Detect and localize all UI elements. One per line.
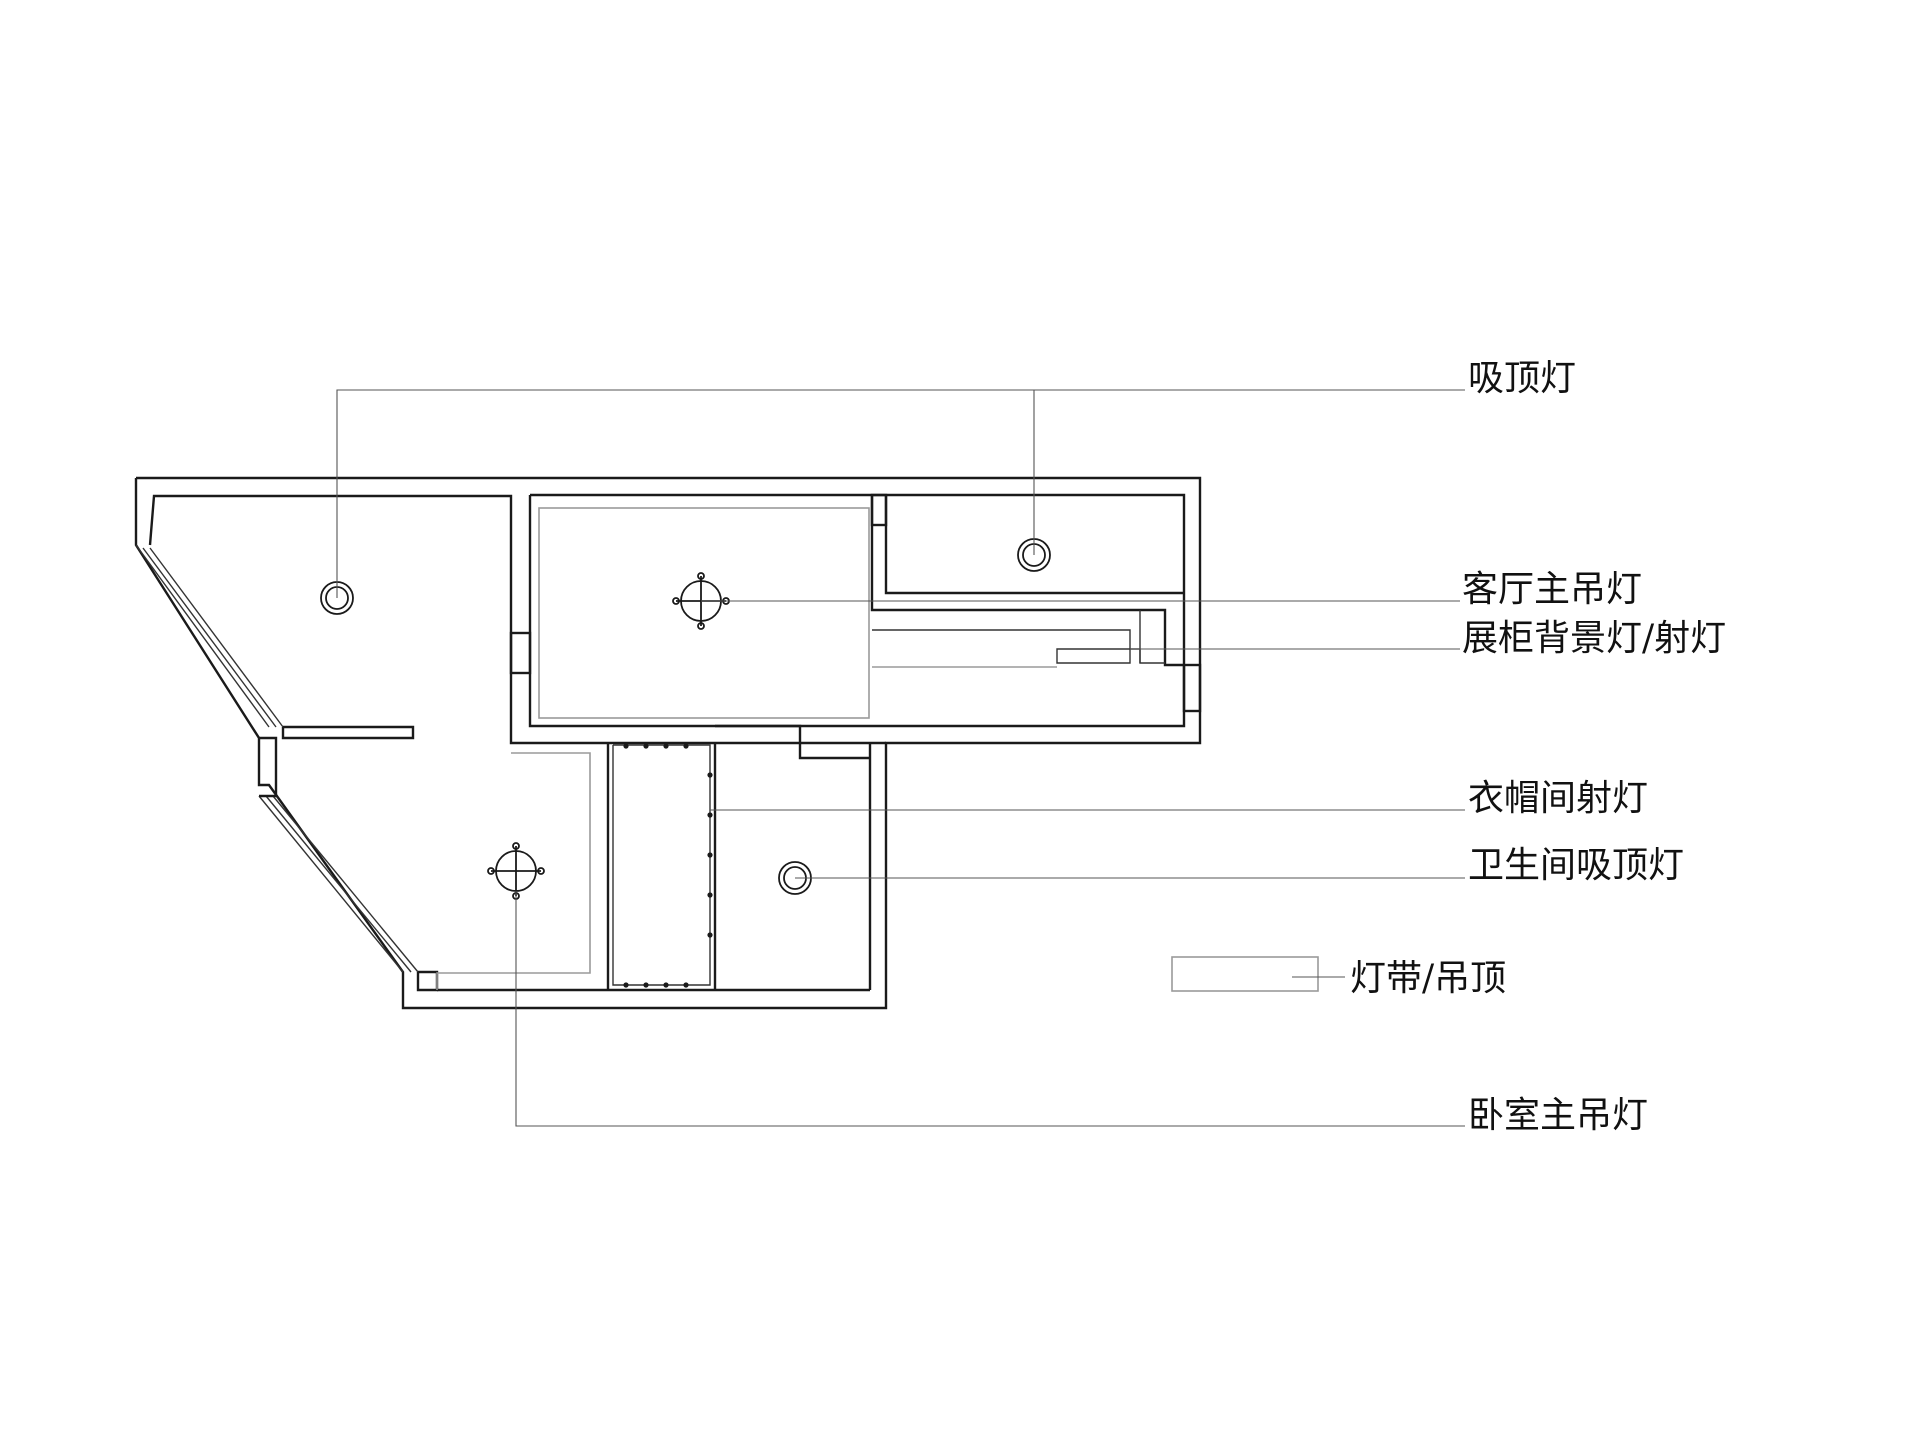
label-legend-strip: 灯带/吊顶	[1350, 958, 1506, 999]
door-jamb-right	[1182, 663, 1202, 713]
leader-lines	[336, 389, 1465, 1127]
label-ceiling-light: 吸顶灯	[1468, 358, 1576, 399]
bathroom-walls	[715, 724, 870, 760]
spot-dot	[623, 743, 629, 749]
window-upper-1	[135, 544, 270, 728]
leader-ceiling-light	[336, 389, 1465, 598]
spot-dot	[643, 982, 649, 988]
crosshair-node	[512, 842, 520, 850]
spot-dot	[623, 982, 629, 988]
window-lower-2	[265, 795, 412, 973]
spot-dot	[707, 772, 713, 778]
door-jamb-top	[870, 493, 888, 527]
bedroom-ceiling-strip	[436, 752, 591, 990]
crosshair-node	[697, 572, 705, 580]
window-lower-1	[258, 795, 404, 973]
legend	[1171, 956, 1345, 992]
label-bathroom-ceiling-light: 卫生间吸顶灯	[1468, 845, 1684, 886]
crosshair-node	[672, 597, 680, 605]
leader-bedroom-chandelier	[515, 891, 1465, 1127]
crosshair-node	[487, 867, 495, 875]
door-jamb-left	[509, 631, 532, 675]
labels: 吸顶灯 客厅主吊灯 展柜背景灯/射灯 衣帽间射灯 卫生间吸顶灯 灯带/吊顶 卧室…	[1350, 358, 1726, 1136]
living-ceiling-strip	[538, 507, 870, 719]
label-bedroom-chandelier: 卧室主吊灯	[1468, 1095, 1648, 1136]
stub-wall-side	[259, 736, 278, 798]
living-divider-inner	[884, 495, 1184, 595]
spot-dot	[683, 982, 689, 988]
legend-swatch	[1171, 956, 1319, 992]
spot-dot	[643, 743, 649, 749]
ceiling-strips	[436, 507, 1057, 990]
display-cabinet-inner	[1139, 610, 1165, 664]
spot-dot	[683, 743, 689, 749]
spot-dot	[707, 932, 713, 938]
window-lower-3	[272, 795, 419, 973]
crosshair-node	[697, 622, 705, 630]
inner-wall-top-left	[148, 494, 886, 745]
spot-dot	[707, 812, 713, 818]
bedroom-chandelier-fixture	[487, 842, 545, 900]
window-upper-2	[142, 547, 277, 728]
outer-walls	[134, 476, 1202, 1010]
window-upper-3	[149, 547, 284, 728]
stub-wall	[281, 725, 415, 740]
inner-wall-bottom	[416, 970, 439, 992]
label-cloakroom-spotlight: 衣帽间射灯	[1468, 778, 1648, 819]
spot-dot	[663, 743, 669, 749]
living-divider	[870, 495, 1184, 667]
display-cabinet	[872, 629, 1141, 664]
cloakroom-rail	[612, 744, 711, 986]
label-living-chandelier: 客厅主吊灯	[1462, 569, 1642, 610]
spot-dot	[707, 892, 713, 898]
crosshair-node	[537, 867, 545, 875]
cloakroom-spotlights	[623, 743, 713, 988]
label-display-cabinet: 展柜背景灯/射灯	[1462, 618, 1726, 659]
interior-walls	[509, 493, 1202, 990]
spot-dot	[707, 852, 713, 858]
spot-dot	[663, 982, 669, 988]
